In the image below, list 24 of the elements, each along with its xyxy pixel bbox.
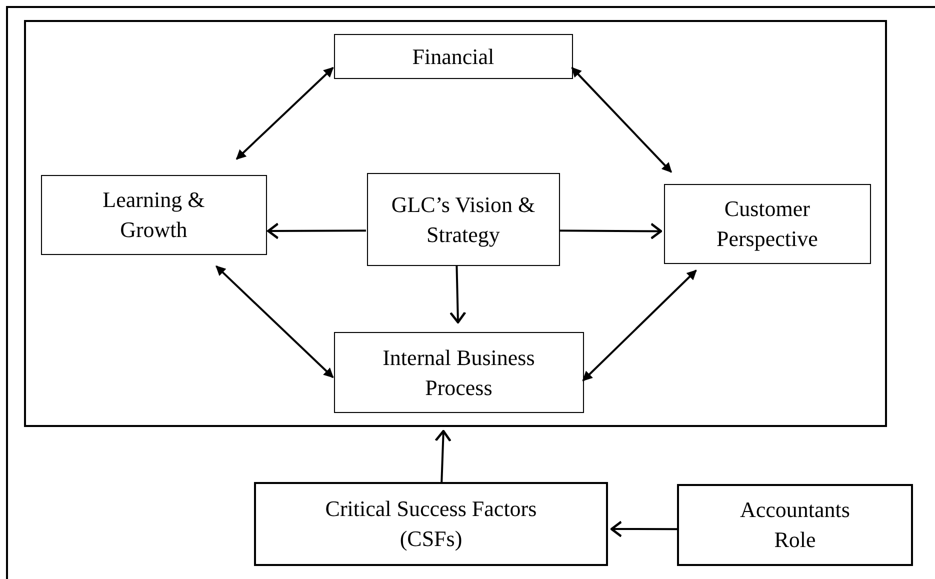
box-label: Financial [412,42,494,70]
text-box [254,482,608,566]
box-label: Accountants Role [739,496,851,554]
text-box [677,484,913,566]
text-box [40,175,267,255]
box-label: Learning & Growth [102,186,206,244]
text-box [366,173,560,266]
frame-box [24,20,887,427]
arrow [216,265,334,378]
box-label: Customer Perspective [715,195,819,253]
arrow [559,224,662,238]
text-box [664,184,871,264]
arrow [236,67,334,160]
arrow [436,430,450,482]
arrow [571,67,672,173]
arrow [582,270,697,382]
arrow [267,224,366,238]
box-label: GLC’s Vision & Strategy [390,190,536,249]
arrow [451,266,464,324]
box-label: Critical Success Factors (CSFs) [324,495,538,553]
text-box [334,332,584,413]
text-box [334,34,573,79]
arrow [610,522,677,536]
box-label: Internal Business Process [382,344,536,402]
